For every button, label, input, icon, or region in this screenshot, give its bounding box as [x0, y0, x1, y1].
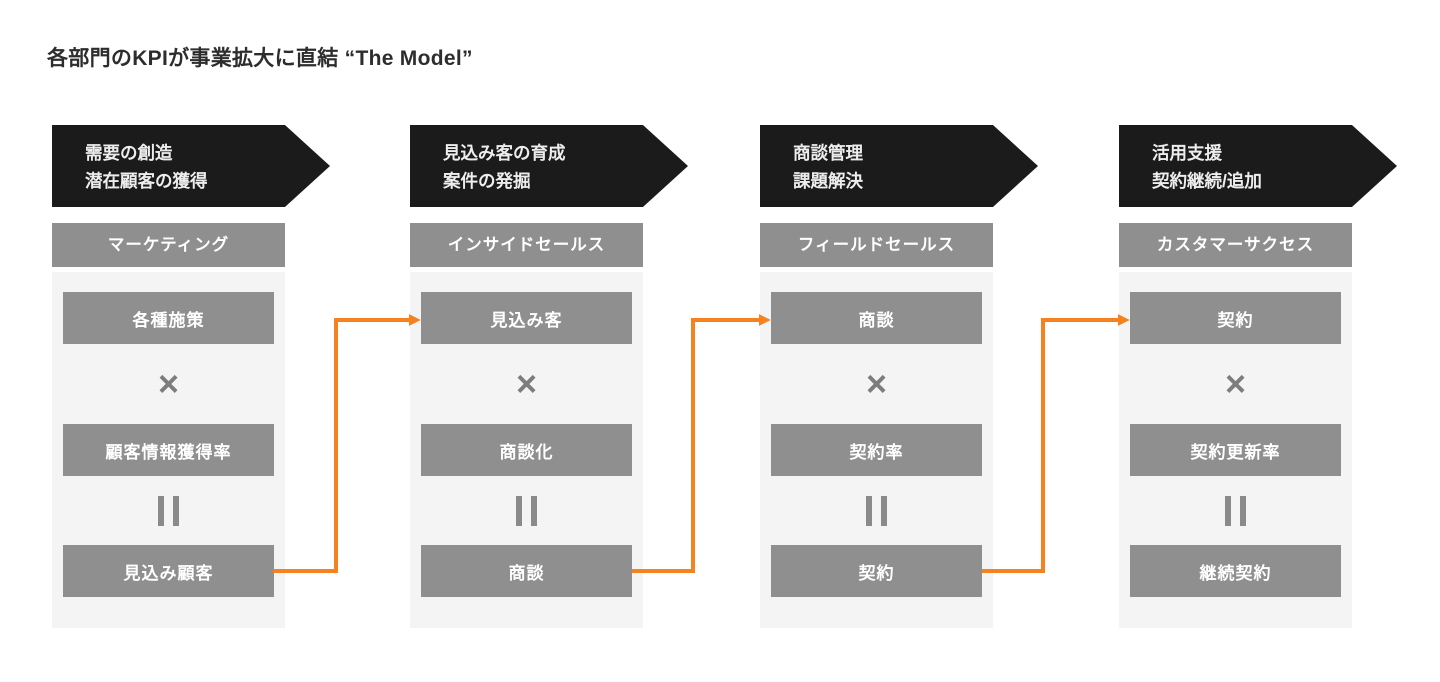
flow-arrow-3: [982, 314, 1130, 573]
page-title: 各部門のKPIが事業拡大に直結 “The Model”: [47, 47, 473, 70]
flow-arrow-2: [632, 314, 771, 573]
multiply-icon: ×: [157, 363, 180, 404]
kpi-rate-box: 契約率: [771, 424, 982, 476]
banner-line: 案件の発掘: [443, 171, 531, 191]
kpi-result-box: 見込み顧客: [63, 545, 274, 597]
kpi-rate-box: 顧客情報獲得率: [63, 424, 274, 476]
banner-line: 活用支援: [1152, 143, 1222, 163]
department-header: カスタマーサクセス: [1119, 223, 1352, 267]
kpi-result-box: 商談: [421, 545, 632, 597]
banner-line: 商談管理: [793, 143, 863, 163]
kpi-panel: 見込み客 × 商談化 商談: [410, 272, 643, 628]
phase-arrow-banner: 見込み客の育成 案件の発掘: [410, 125, 688, 207]
multiply-icon: ×: [865, 363, 888, 404]
kpi-panel: 各種施策 × 顧客情報獲得率 見込み顧客: [52, 272, 285, 628]
kpi-rate-box: 商談化: [421, 424, 632, 476]
kpi-top-box: 商談: [771, 292, 982, 344]
multiply-icon: ×: [1224, 363, 1247, 404]
phase-arrow-banner: 需要の創造 潜在顧客の獲得: [52, 125, 330, 207]
kpi-panel: 契約 × 契約更新率 継続契約: [1119, 272, 1352, 628]
column-customer-success: 活用支援 契約継続/追加 カスタマーサクセス 契約 × 契約更新率 継続契約: [1119, 125, 1397, 628]
column-marketing: 需要の創造 潜在顧客の獲得 マーケティング 各種施策 × 顧客情報獲得率 見込み…: [52, 125, 330, 628]
kpi-rate-box: 契約更新率: [1130, 424, 1341, 476]
phase-arrow-banner: 活用支援 契約継続/追加: [1119, 125, 1397, 207]
phase-arrow-banner: 商談管理 課題解決: [760, 125, 1038, 207]
equals-icon: [410, 476, 643, 545]
department-header: フィールドセールス: [760, 223, 993, 267]
equals-icon: [1119, 476, 1352, 545]
banner-line: 需要の創造: [85, 143, 173, 163]
banner-line: 見込み客の育成: [443, 143, 566, 163]
banner-line: 契約継続/追加: [1152, 171, 1262, 191]
kpi-top-box: 契約: [1130, 292, 1341, 344]
kpi-result-box: 契約: [771, 545, 982, 597]
equals-icon: [52, 476, 285, 545]
banner-line: 課題解決: [793, 171, 863, 191]
column-inside-sales: 見込み客の育成 案件の発掘 インサイドセールス 見込み客 × 商談化 商談: [410, 125, 688, 628]
kpi-top-box: 見込み客: [421, 292, 632, 344]
kpi-panel: 商談 × 契約率 契約: [760, 272, 993, 628]
kpi-result-box: 継続契約: [1130, 545, 1341, 597]
banner-line: 潜在顧客の獲得: [85, 171, 208, 191]
department-header: マーケティング: [52, 223, 285, 267]
department-header: インサイドセールス: [410, 223, 643, 267]
flow-arrow-1: [273, 314, 421, 573]
kpi-top-box: 各種施策: [63, 292, 274, 344]
equals-icon: [760, 476, 993, 545]
column-field-sales: 商談管理 課題解決 フィールドセールス 商談 × 契約率 契約: [760, 125, 1038, 628]
multiply-icon: ×: [515, 363, 538, 404]
